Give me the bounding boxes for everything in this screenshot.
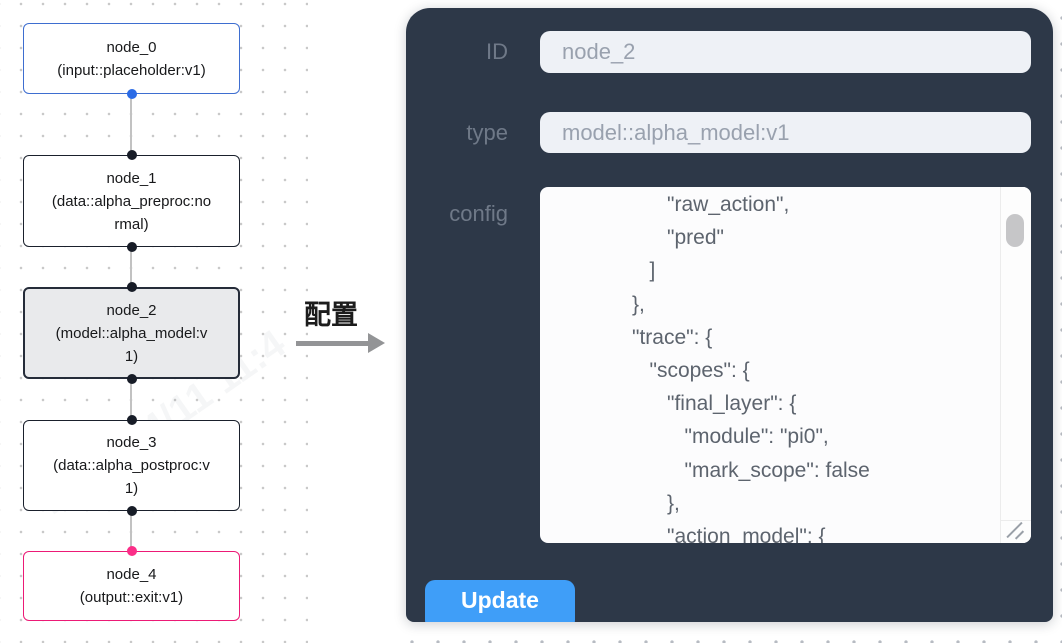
id-field-label: ID	[486, 39, 508, 64]
scrollbar-thumb[interactable]	[1006, 214, 1024, 247]
node-subtitle: (data::alpha_postproc:v1)	[53, 457, 210, 497]
connector-handle-node1-in[interactable]	[126, 150, 137, 160]
node-subtitle: (input::placeholder:v1)	[57, 61, 206, 79]
edge-node1-node2	[130, 247, 133, 287]
config-json-text[interactable]: "raw_action", "pred" ] }, "trace": { "sc…	[632, 193, 870, 543]
connector-handle-node1-out[interactable]	[126, 242, 137, 252]
node-subtitle: (output::exit:v1)	[79, 589, 184, 606]
node-subtitle: (data::alpha_preproc:normal)	[51, 192, 212, 233]
update-button[interactable]: Update	[425, 580, 575, 622]
node-title: node_2	[106, 301, 157, 319]
connector-handle-node2-out[interactable]	[126, 374, 137, 384]
scrollbar-track[interactable]	[1000, 187, 1031, 543]
resize-grip-icon[interactable]	[1004, 521, 1028, 540]
connector-handle-node2-in[interactable]	[126, 282, 137, 292]
node-subtitle: (model::alpha_model:v1)	[55, 324, 208, 365]
node-title: node_3	[106, 434, 157, 451]
right-arrowhead-icon	[368, 333, 385, 353]
config-panel: ID type config "raw_action", "pred" ] },…	[406, 8, 1053, 622]
right-arrow-icon	[296, 341, 370, 346]
config-editor[interactable]: "raw_action", "pred" ] }, "trace": { "sc…	[540, 187, 1031, 543]
connector-handle-node3-in[interactable]	[126, 415, 137, 425]
scrollbar-divider	[1001, 520, 1031, 521]
node-node_4[interactable]: node_4 (output::exit:v1)	[23, 551, 240, 621]
node-node_0[interactable]: node_0 (input::placeholder:v1)	[23, 23, 240, 94]
connector-handle-node4-in[interactable]	[126, 546, 137, 556]
edge-node0-node1	[130, 94, 133, 155]
type-field-label: type	[466, 120, 508, 145]
node-title: node_4	[106, 566, 157, 583]
node-node_1[interactable]: node_1 (data::alpha_preproc:normal)	[23, 155, 240, 247]
type-input[interactable]	[540, 112, 1031, 153]
edge-node3-node4	[130, 511, 133, 551]
connector-handle-node3-out[interactable]	[126, 506, 137, 516]
node-title: node_0	[106, 38, 157, 56]
edge-node2-node3	[130, 379, 133, 420]
id-input[interactable]	[540, 31, 1031, 73]
config-field-label: config	[449, 201, 508, 226]
connector-handle-node0-out[interactable]	[126, 89, 137, 99]
node-title: node_1	[106, 169, 157, 187]
configure-arrow-label: 配置	[304, 300, 358, 330]
node-node_3[interactable]: node_3 (data::alpha_postproc:v1)	[23, 420, 240, 511]
node-node_2-selected[interactable]: node_2 (model::alpha_model:v1)	[23, 287, 240, 379]
